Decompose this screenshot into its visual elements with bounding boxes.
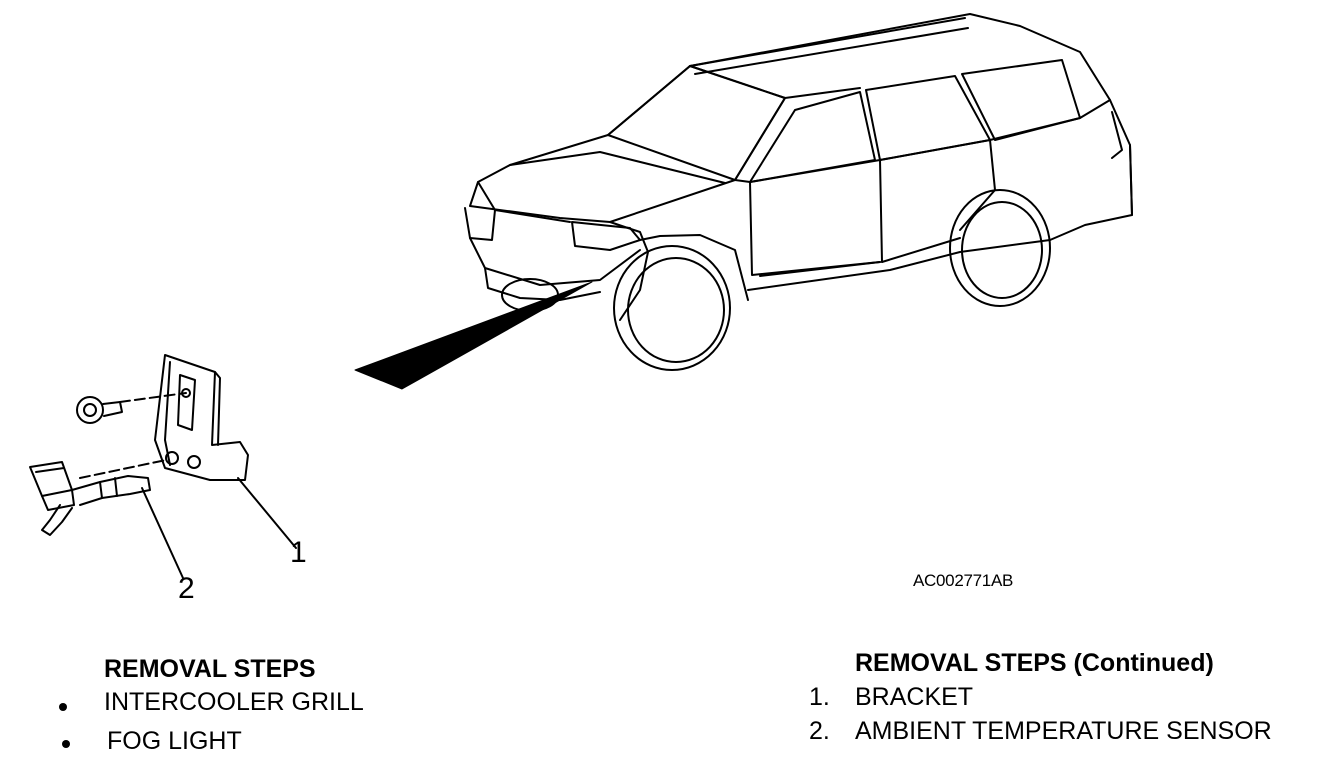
figure-code: AC002771AB bbox=[913, 571, 1014, 590]
ambient-temperature-sensor-part bbox=[29, 459, 167, 536]
callout-2: 2 bbox=[178, 572, 195, 605]
bracket-part bbox=[154, 354, 249, 481]
vehicle-outline bbox=[464, 13, 1133, 371]
bolt bbox=[76, 392, 187, 424]
vehicle-diagram bbox=[29, 13, 1133, 579]
callout-1: 1 bbox=[290, 536, 307, 569]
bullet-icon bbox=[62, 740, 70, 748]
removal-step-intercooler-grill: INTERCOOLER GRILL bbox=[104, 688, 364, 716]
bullet-icon bbox=[59, 703, 67, 711]
removal-steps-title: REMOVAL STEPS bbox=[104, 655, 316, 683]
removal-step-ambient-temperature-sensor: AMBIENT TEMPERATURE SENSOR bbox=[855, 717, 1272, 745]
step-number-1: 1. bbox=[809, 683, 830, 711]
leader-line-2 bbox=[141, 487, 184, 579]
leader-line-1 bbox=[237, 477, 297, 549]
step-number-2: 2. bbox=[809, 717, 830, 745]
removal-step-fog-light: FOG LIGHT bbox=[107, 727, 242, 755]
removal-steps-continued-title: REMOVAL STEPS (Continued) bbox=[855, 649, 1214, 677]
removal-step-bracket: BRACKET bbox=[855, 683, 974, 711]
direction-wedge bbox=[354, 281, 593, 390]
